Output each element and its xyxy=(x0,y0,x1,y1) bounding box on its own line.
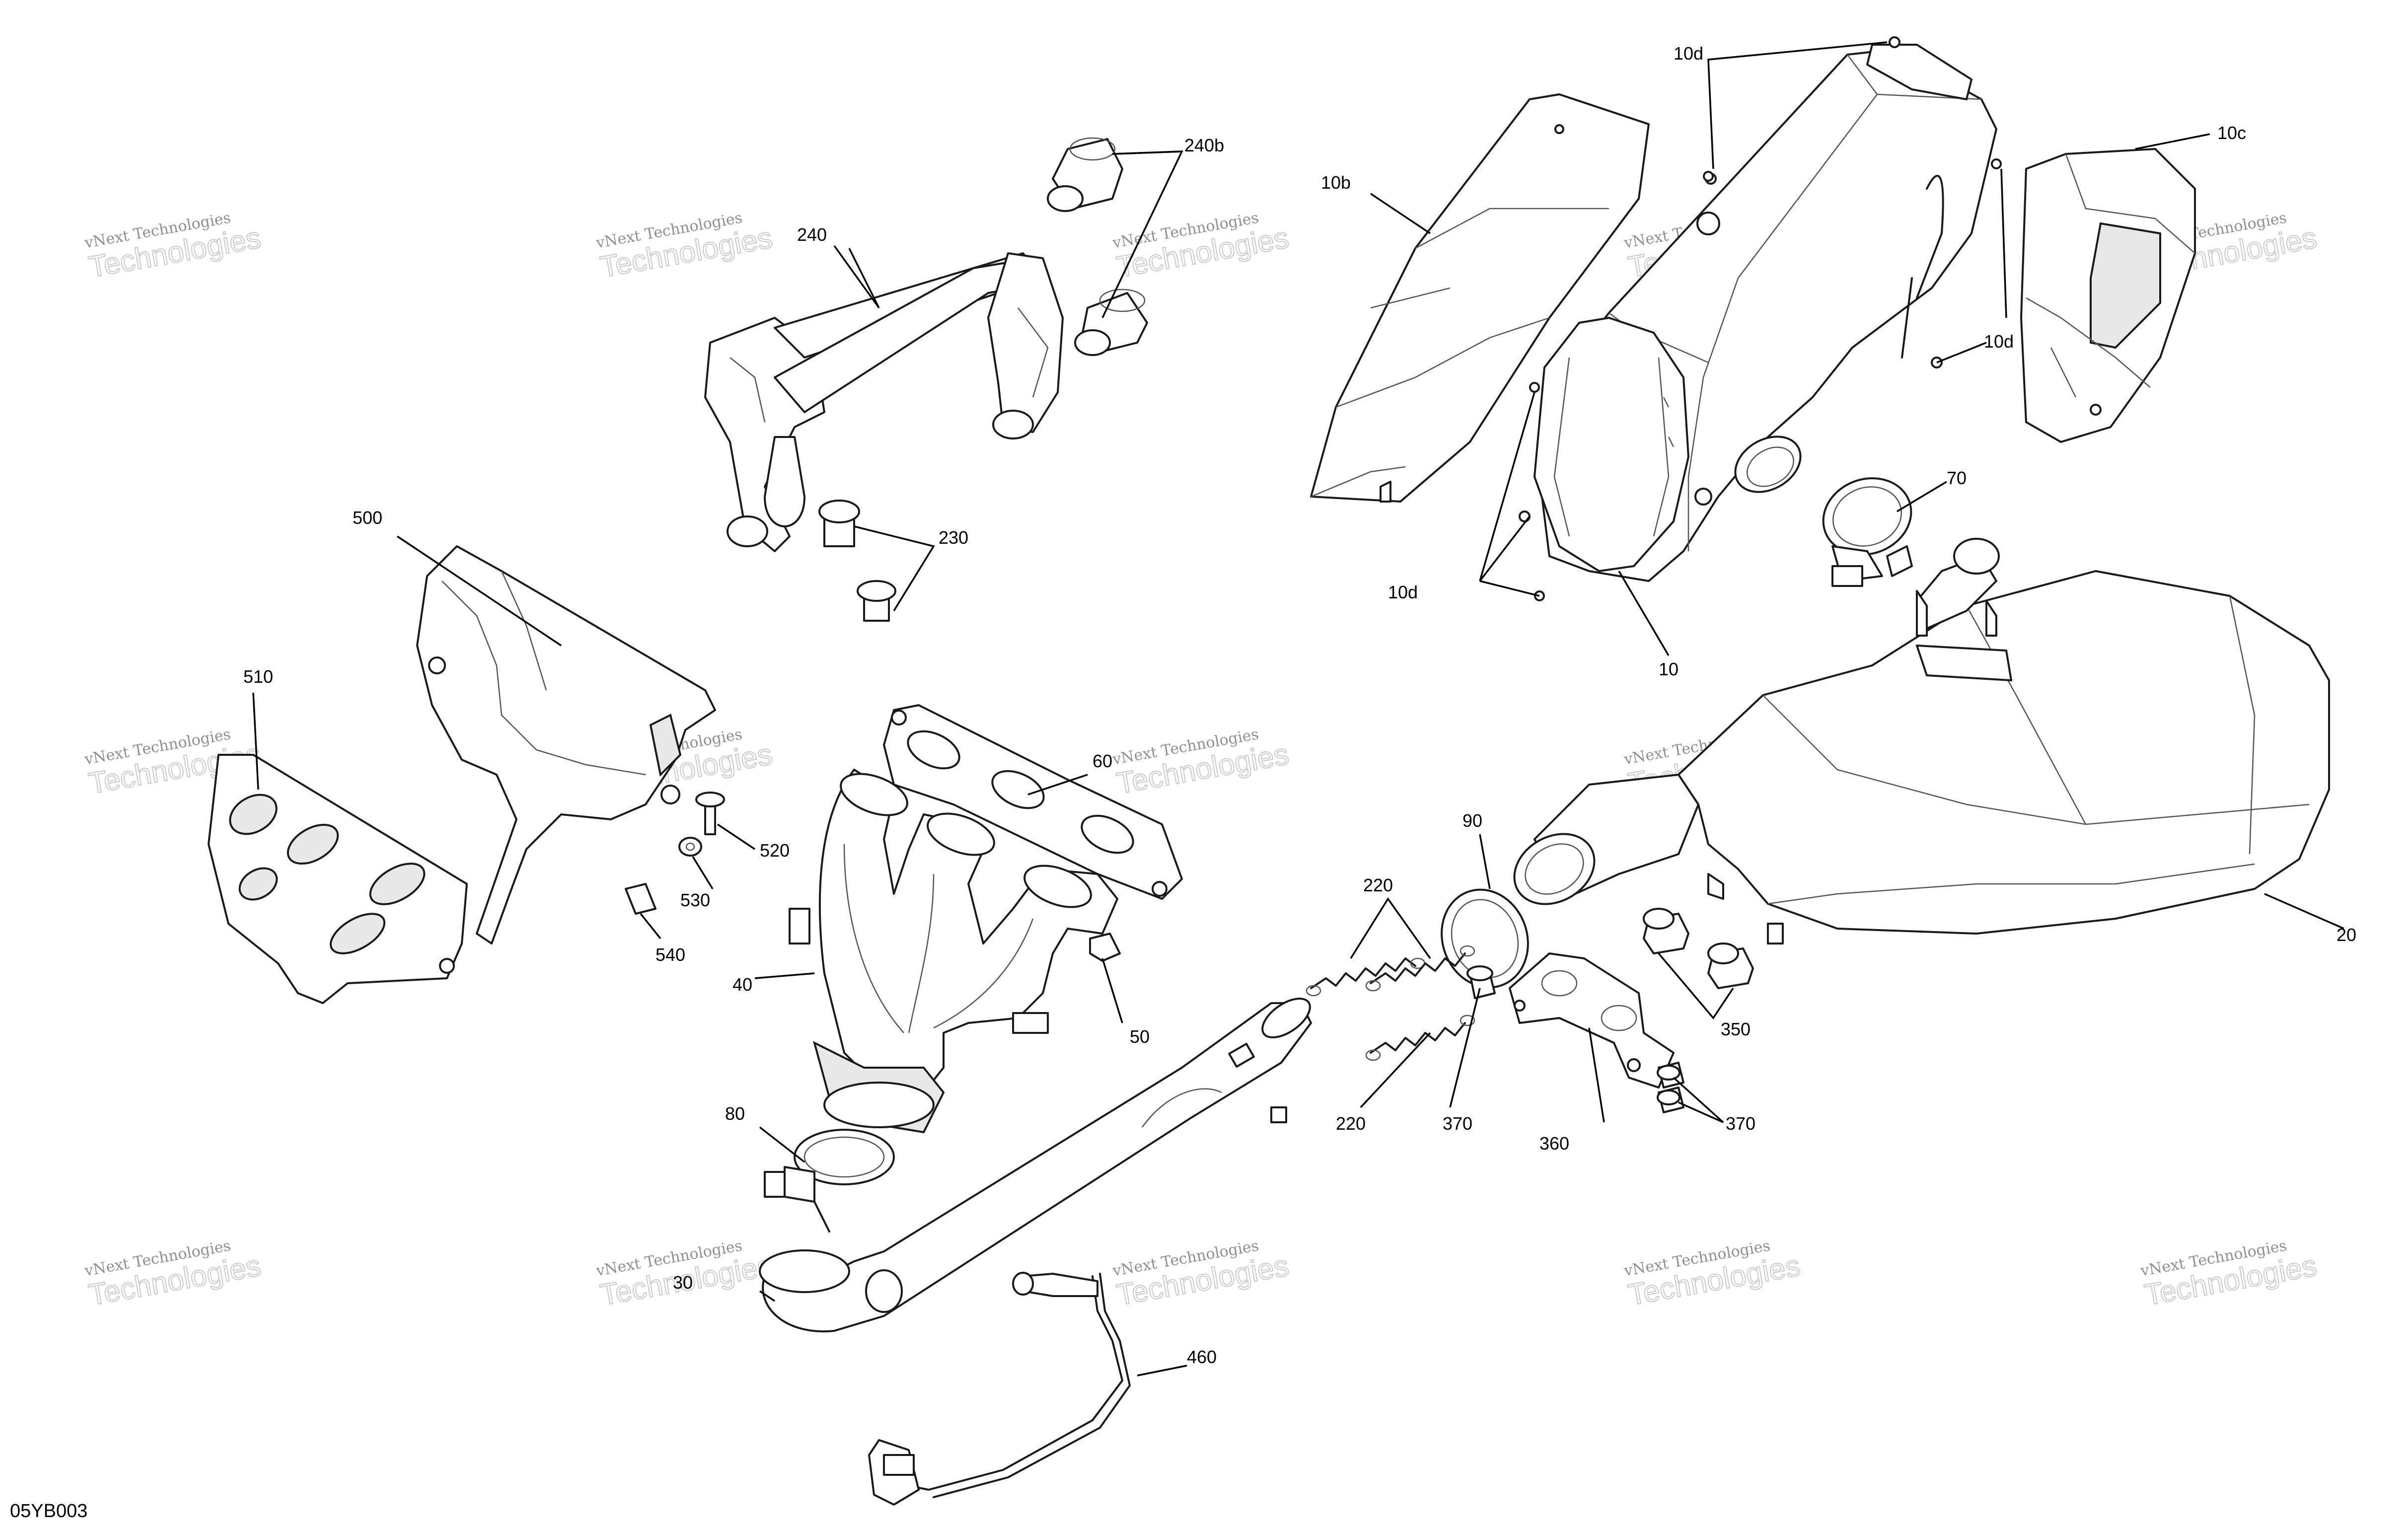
exhaust-manifold-part xyxy=(789,769,1118,1134)
callout-80: 80 xyxy=(725,1103,745,1124)
nut-540-part xyxy=(625,883,657,915)
callout-10d-right: 10d xyxy=(1984,331,2014,352)
bolt-370-right-lower-part xyxy=(1657,1087,1684,1113)
manifold-gasket-part xyxy=(883,704,1183,900)
gasket-ring-90-part xyxy=(1441,888,1529,989)
diagram-code: 05YB003 xyxy=(10,1501,87,1522)
callout-240b: 240b xyxy=(1184,135,1224,155)
callout-20: 20 xyxy=(2336,925,2356,945)
callout-90: 90 xyxy=(1462,810,1482,831)
callout-350: 350 xyxy=(1721,1019,1751,1039)
callout-230: 230 xyxy=(939,527,968,548)
callout-10d-left: 10d xyxy=(1388,582,1418,602)
callout-500: 500 xyxy=(353,508,382,528)
bolt-370-left-part xyxy=(1466,965,1496,999)
callout-220-bottom: 220 xyxy=(1336,1113,1366,1134)
callout-labels: 240b 240 230 500 510 520 530 540 60 40 5… xyxy=(243,43,2356,1367)
muffler-canister-part xyxy=(1513,538,2330,945)
callout-50: 50 xyxy=(1130,1026,1150,1047)
callout-370-left: 370 xyxy=(1443,1113,1472,1134)
rubber-mount-upper-part xyxy=(1643,908,1689,954)
muffler-cover-left-part xyxy=(1310,93,1650,503)
muffler-bracket-360-part xyxy=(1509,952,1675,1089)
bolt-520-part xyxy=(695,792,725,835)
callout-10c: 10c xyxy=(2217,123,2246,143)
callout-70: 70 xyxy=(1947,468,1967,488)
bushing-upper-part xyxy=(1047,137,1123,212)
heat-shield-upper-part xyxy=(416,545,716,945)
spring-upper-right-part xyxy=(1365,945,1475,992)
spring-lower-part xyxy=(1365,1015,1475,1061)
callout-30: 30 xyxy=(673,1272,693,1293)
callout-10b: 10b xyxy=(1321,172,1351,193)
callout-540: 540 xyxy=(656,945,685,965)
callout-520: 520 xyxy=(760,840,790,861)
clamp-70-part xyxy=(1822,477,1913,587)
leader-lines xyxy=(252,41,2344,1377)
callout-460: 460 xyxy=(1187,1347,1217,1367)
callout-240: 240 xyxy=(797,224,827,245)
callout-60: 60 xyxy=(1093,751,1112,771)
spring-upper-left-part xyxy=(1306,957,1426,997)
bracket-frame-part xyxy=(704,252,1064,552)
bolt-lower-part xyxy=(857,580,896,622)
callout-40: 40 xyxy=(732,974,752,995)
oxygen-sensor-part xyxy=(868,1272,1131,1506)
fastener-10d-part xyxy=(1519,36,2002,601)
callout-530: 530 xyxy=(680,890,710,910)
callout-360: 360 xyxy=(1539,1133,1569,1154)
callout-10: 10 xyxy=(1659,659,1678,679)
callout-220-top: 220 xyxy=(1363,875,1393,895)
exhaust-pipe-part xyxy=(759,997,1312,1333)
muffler-end-cap-part xyxy=(2020,148,2196,443)
bolt-upper-part xyxy=(818,500,860,547)
muffler-body-part xyxy=(1533,44,1997,582)
bushing-lower-part xyxy=(1074,289,1148,356)
nut-50-part xyxy=(1089,933,1121,962)
callout-10d-top: 10d xyxy=(1674,43,1703,64)
rubber-mount-lower-part xyxy=(1707,943,1754,989)
callout-370-right: 370 xyxy=(1726,1113,1755,1134)
clamp-80-part xyxy=(764,1129,895,1233)
washer-530-part xyxy=(678,837,702,857)
callout-510: 510 xyxy=(243,666,273,687)
heat-shield-lower-part xyxy=(208,754,468,1004)
